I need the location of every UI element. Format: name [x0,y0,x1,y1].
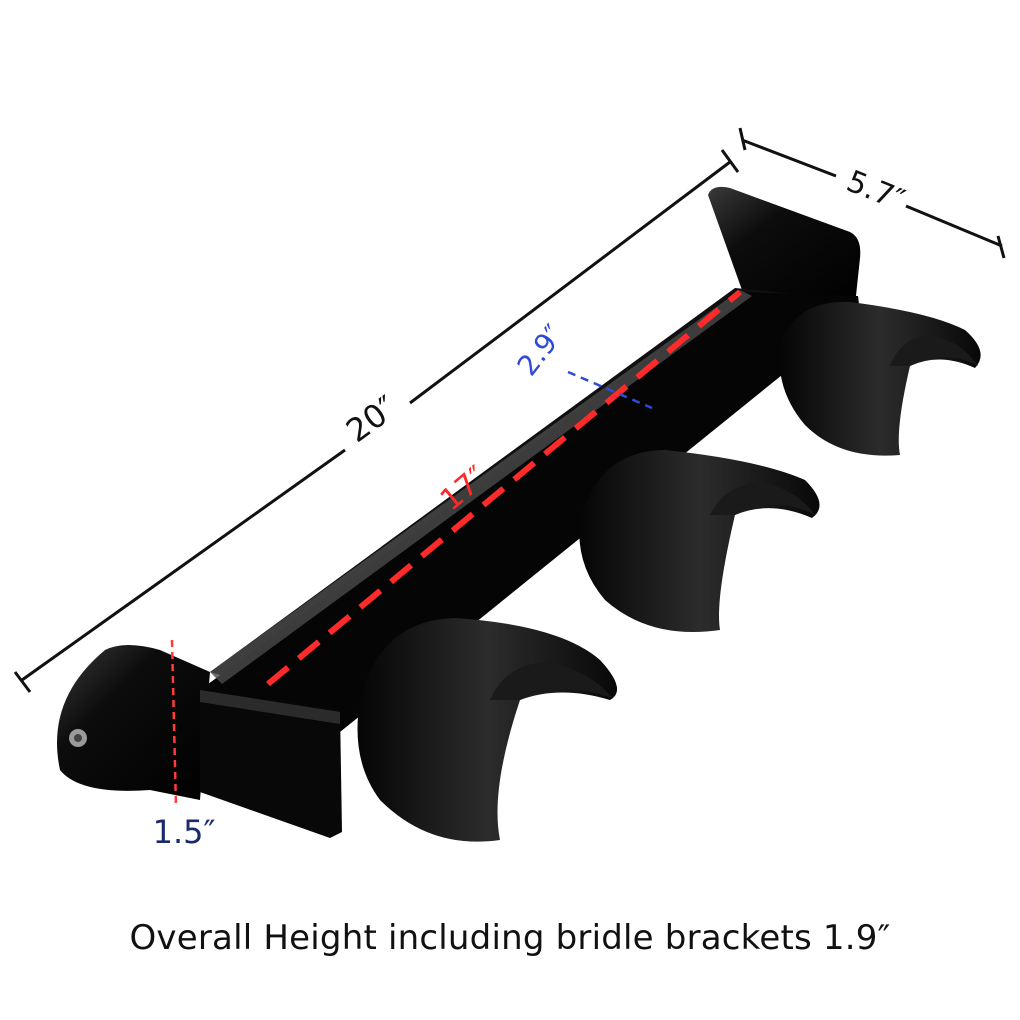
bridle-bracket-left [357,618,618,842]
length-label: 20″ [339,388,404,450]
bridle-bracket-right [779,301,981,456]
bridle-bracket-middle [579,450,820,632]
width-label: 5.7″ [842,164,910,219]
lip-height-label: 1.5″ [153,813,216,851]
inner-width-label: 2.9″ [511,318,571,382]
caption: Overall Height including bridle brackets… [129,918,891,958]
dimension-lip-height-15: 1.5″ [153,639,216,851]
